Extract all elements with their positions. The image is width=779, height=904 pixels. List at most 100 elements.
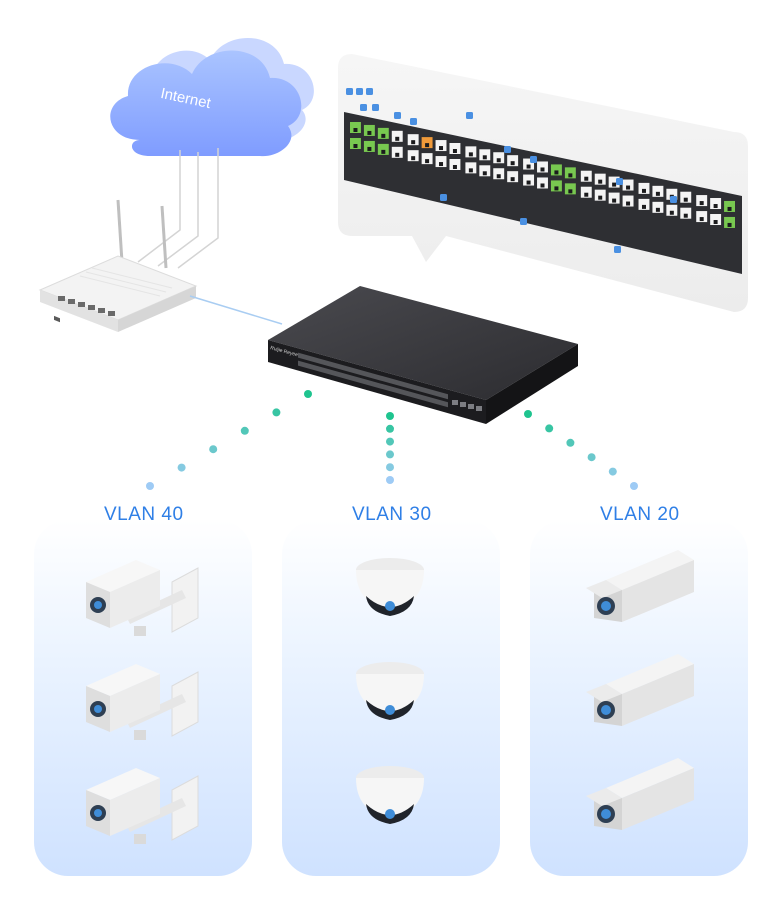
link-dot: [566, 438, 575, 447]
port: [421, 137, 433, 149]
port: [710, 198, 722, 210]
port: [666, 188, 678, 200]
vlan-40-zone: [34, 520, 252, 876]
link-dot: [630, 482, 638, 490]
link-dot: [272, 408, 281, 417]
port: [479, 165, 491, 177]
port: [564, 167, 576, 179]
port: [407, 150, 419, 162]
port-socket: [395, 136, 400, 141]
vlan-20-zone: [530, 520, 748, 876]
port: [363, 140, 375, 152]
port-status-badge: [520, 218, 527, 225]
port: [350, 122, 361, 133]
port-socket: [468, 168, 473, 173]
port: [638, 182, 650, 194]
dotted-links: [146, 390, 638, 490]
port-socket: [353, 144, 358, 148]
port: [363, 124, 375, 136]
port: [407, 134, 419, 146]
port-socket: [510, 161, 515, 166]
port-socket: [584, 192, 589, 197]
port-socket: [699, 217, 704, 222]
port-socket: [554, 170, 559, 175]
link-dot: [386, 463, 394, 472]
port: [580, 186, 592, 198]
vlan-30-zone: [282, 520, 500, 876]
router: [38, 199, 198, 332]
port-socket: [554, 186, 559, 191]
port-status-badge: [530, 156, 537, 163]
port: [465, 146, 477, 158]
port-socket: [612, 198, 617, 203]
port-socket: [367, 146, 372, 151]
port: [377, 143, 389, 155]
port: [537, 177, 548, 189]
port-socket: [699, 201, 704, 206]
port: [493, 152, 505, 164]
port: [696, 195, 708, 207]
port: [652, 201, 664, 213]
port: [564, 183, 576, 195]
port-grid: [346, 88, 735, 253]
link-dot: [146, 482, 154, 490]
link-dot: [177, 463, 186, 472]
link-dot: [304, 390, 312, 398]
port-status-badge: [466, 112, 473, 119]
port-socket: [626, 185, 631, 190]
port-socket: [540, 167, 545, 172]
port: [594, 189, 606, 201]
port-socket: [598, 195, 603, 200]
port-socket: [641, 204, 646, 209]
port: [652, 185, 664, 197]
port-socket: [353, 128, 358, 132]
port: [523, 174, 535, 186]
port-socket: [727, 206, 732, 211]
link-dot: [608, 467, 617, 476]
port: [421, 153, 433, 165]
port: [435, 156, 447, 168]
port-socket: [425, 159, 430, 164]
port-status-badge: [614, 246, 621, 253]
port-socket: [526, 164, 531, 169]
port-socket: [727, 222, 732, 227]
port-socket: [496, 174, 501, 179]
port-socket: [411, 156, 416, 161]
port-socket: [568, 189, 573, 194]
vlan-20-label: VLAN 20: [600, 504, 680, 525]
link-dot: [240, 426, 249, 435]
port-socket: [496, 158, 501, 163]
port: [391, 146, 403, 158]
port: [622, 195, 634, 207]
port: [622, 179, 634, 191]
port-socket: [452, 148, 457, 153]
port: [594, 173, 606, 185]
port-status-badge: [504, 146, 511, 153]
port-socket: [381, 149, 386, 154]
link-dot: [386, 450, 394, 459]
link-dot: [524, 410, 532, 418]
port-socket: [439, 162, 444, 167]
port-socket: [713, 220, 718, 225]
port-socket: [526, 180, 531, 185]
port: [377, 127, 389, 139]
port: [608, 176, 620, 188]
port-socket: [568, 173, 573, 178]
port: [350, 138, 361, 149]
port-socket: [367, 130, 372, 135]
port: [696, 211, 708, 223]
port: [465, 162, 477, 174]
port: [666, 204, 678, 216]
port: [449, 158, 461, 170]
port-status-badge: [410, 118, 417, 125]
port-status-badge: [440, 194, 447, 201]
port-socket: [468, 152, 473, 157]
port-socket: [540, 183, 545, 188]
port-socket: [452, 164, 457, 169]
port-socket: [411, 140, 416, 145]
port: [507, 171, 519, 183]
port-socket: [713, 204, 718, 209]
port-socket: [510, 177, 515, 182]
internet-cables: [137, 148, 219, 269]
port-socket: [683, 197, 688, 202]
